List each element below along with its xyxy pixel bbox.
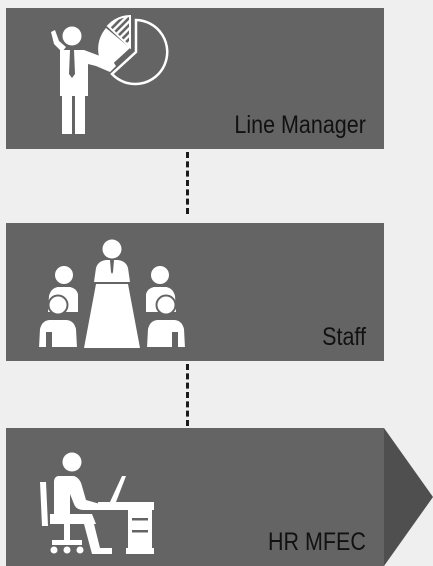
staff-label: Staff [322,323,366,351]
connector-staff-to-hr [186,364,192,426]
connector-manager-to-staff [186,152,192,214]
hr-mfec-label: HR MFEC [268,528,366,556]
arrow-head [384,428,433,566]
person-at-desk-computer-icon [36,452,158,556]
meeting-table-icon [32,238,192,350]
line-manager-label: Line Manager [234,111,366,139]
presenter-with-pie-chart-icon [50,14,178,136]
